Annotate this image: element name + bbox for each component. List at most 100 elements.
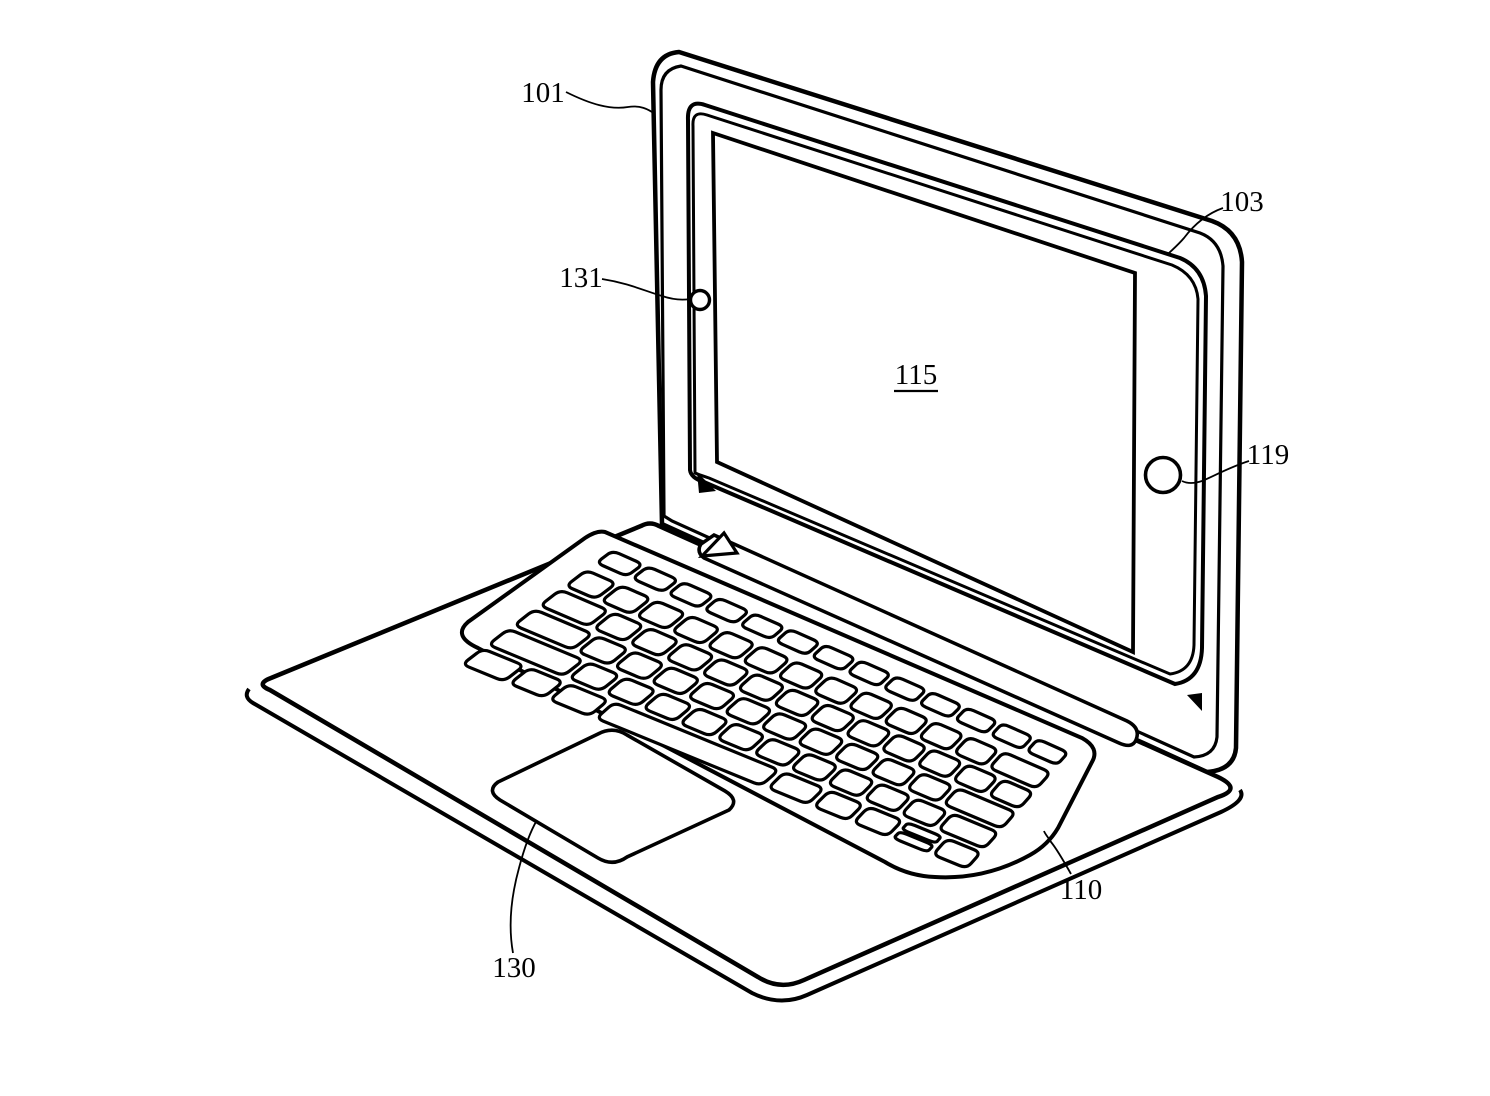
- keyboard-key: [871, 757, 916, 787]
- ref-label-keyboard: 110: [1060, 874, 1102, 906]
- keyboard-key: [755, 738, 801, 767]
- keyboard-key: [798, 727, 844, 756]
- keyboard-keys: [463, 550, 1068, 869]
- leader-line-119: [1181, 460, 1250, 484]
- keyboard-key: [595, 612, 643, 642]
- keyboard-key: [669, 582, 713, 608]
- keyboard-key: [884, 706, 928, 736]
- ref-label-trackpad: 130: [492, 952, 536, 984]
- keyboard-key: [776, 629, 819, 655]
- base-unit: [244, 521, 1244, 1003]
- keyboard-key: [652, 666, 699, 696]
- ref-label-lid: 101: [521, 77, 565, 109]
- keyboard-key: [901, 822, 942, 844]
- keyboard-key: [919, 721, 963, 751]
- cover-fold-triangle-left: [697, 472, 716, 493]
- keyboard-key: [918, 749, 962, 778]
- keyboard-key: [939, 813, 998, 849]
- keyboard-key: [778, 661, 824, 690]
- keyboard-key: [991, 723, 1032, 750]
- leader-line-131: [601, 278, 691, 301]
- keyboard-key: [718, 723, 764, 752]
- keyboard-key: [515, 609, 591, 650]
- display-screen-outline: [711, 130, 1137, 655]
- keyboard-key: [681, 707, 728, 737]
- keyboard-key: [673, 615, 719, 645]
- keyboard-key: [637, 600, 685, 630]
- keyboard-key: [846, 719, 891, 748]
- keyboard-key: [631, 627, 678, 657]
- keyboard-key: [954, 764, 997, 794]
- keyboard-key: [902, 798, 947, 828]
- keyboard-key: [597, 702, 778, 786]
- leader-line-110: [1043, 830, 1072, 875]
- keyboard-key: [667, 643, 714, 672]
- keyboard-key: [644, 692, 692, 722]
- keyboard-key: [882, 734, 926, 763]
- keyboard-key: [738, 673, 784, 702]
- leader-line-103: [1167, 207, 1224, 255]
- keyboard-key: [810, 703, 855, 733]
- keyboard-key: [828, 768, 874, 797]
- ref-label-home-button: 119: [1247, 439, 1289, 471]
- keyboard-key: [511, 668, 562, 698]
- keyboard-key: [884, 676, 926, 702]
- base-side-thickness: [244, 687, 1244, 1003]
- leader-line-101: [565, 91, 656, 115]
- lid-assembly: [650, 49, 1245, 775]
- ref-label-bezel: 103: [1220, 186, 1264, 218]
- keyboard-key: [551, 684, 607, 716]
- keyboard-key: [741, 613, 784, 640]
- keyboard-key: [848, 660, 890, 687]
- keyboard-key: [570, 662, 619, 691]
- keyboard-key: [762, 712, 808, 741]
- front-camera-circle: [688, 288, 712, 312]
- keyboard-key: [920, 692, 961, 718]
- keyboard-key: [990, 752, 1050, 789]
- keyboard-key: [602, 585, 650, 614]
- keyboard-key: [792, 753, 837, 782]
- keyboard-key: [579, 636, 627, 665]
- cover-fold-triangle-right: [1187, 693, 1202, 711]
- keyboard-key: [774, 688, 820, 718]
- keyboard-key: [725, 697, 772, 726]
- keyboard-key: [708, 631, 754, 660]
- leader-lines: [509, 91, 1250, 954]
- ref-label-display: 115: [895, 359, 937, 391]
- keyboard-key: [705, 597, 748, 624]
- keyboard-key: [633, 566, 677, 592]
- ref-label-camera: 131: [559, 262, 603, 294]
- keyboard-key: [489, 629, 582, 676]
- keyboard-key: [955, 707, 997, 734]
- keyboard-key: [1027, 739, 1068, 765]
- keyboard-key: [812, 644, 855, 671]
- hinge-ridge-end-fold: [697, 530, 740, 558]
- keyboard-key: [607, 677, 655, 706]
- trackpad-outline: [490, 728, 736, 865]
- keyboard-key: [944, 788, 1015, 829]
- keyboard-key: [849, 691, 893, 721]
- hinge-ridge: [697, 532, 1140, 748]
- lid-inner-cover-line: [659, 64, 1225, 759]
- keyboard-key: [835, 742, 880, 772]
- keyboard-key: [893, 831, 934, 853]
- keyboard-key: [567, 570, 615, 599]
- keyboard-key: [615, 651, 663, 680]
- keyboard-key: [934, 838, 980, 869]
- keyboard-key: [463, 648, 523, 682]
- keyboard-key: [597, 550, 642, 577]
- keyboard-key: [743, 646, 789, 675]
- keyboard-key: [814, 676, 859, 705]
- keyboard-key: [908, 773, 952, 802]
- home-button-circle: [1143, 455, 1183, 495]
- keyboard-key: [769, 772, 823, 804]
- reference-labels: 101 103 131 115 119 110 130: [492, 77, 1289, 984]
- keyboard-key: [703, 658, 749, 687]
- keyboard-key: [854, 806, 902, 837]
- keyboard-key: [689, 681, 736, 711]
- leader-line-130: [509, 819, 538, 954]
- keyboard-key: [815, 790, 862, 821]
- keyboard-key: [989, 779, 1033, 809]
